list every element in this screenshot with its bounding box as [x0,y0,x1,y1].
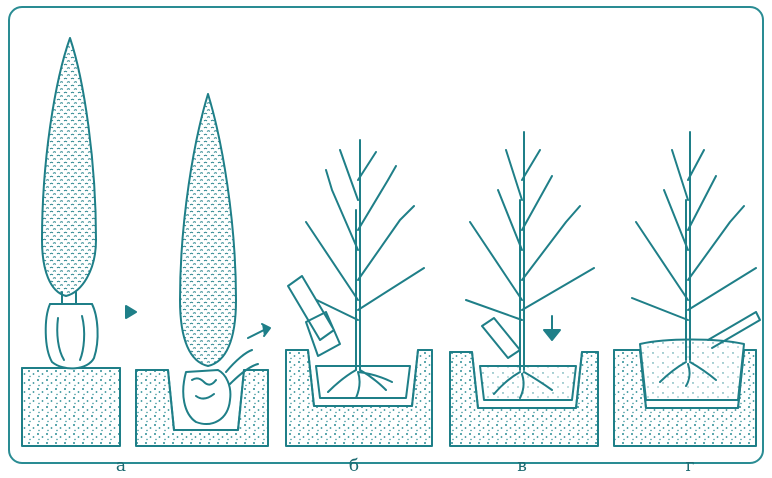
panel-a-tree-with-rootball [22,38,120,446]
roots [328,370,392,398]
panel-b-bare-root-planting [286,140,432,446]
tree-branches [632,150,756,320]
cypress-crown [180,94,236,366]
shovel [288,276,340,356]
shovel [482,318,520,358]
cypress-crown [42,38,96,296]
root-ball [46,304,98,368]
tree-trunk [356,140,360,370]
panel-caption-a: а [116,456,126,476]
panel-caption-b: б [349,456,359,476]
panel-g-watering [614,132,760,446]
panel-v-backfilling [450,132,598,446]
panel-a-tree-in-pit [136,94,270,446]
ground-block [22,368,120,446]
tree-branches [466,150,594,320]
panel-caption-v: в [517,456,527,476]
panel-caption-g: г [686,456,695,476]
arrow-right-icon [126,306,136,318]
